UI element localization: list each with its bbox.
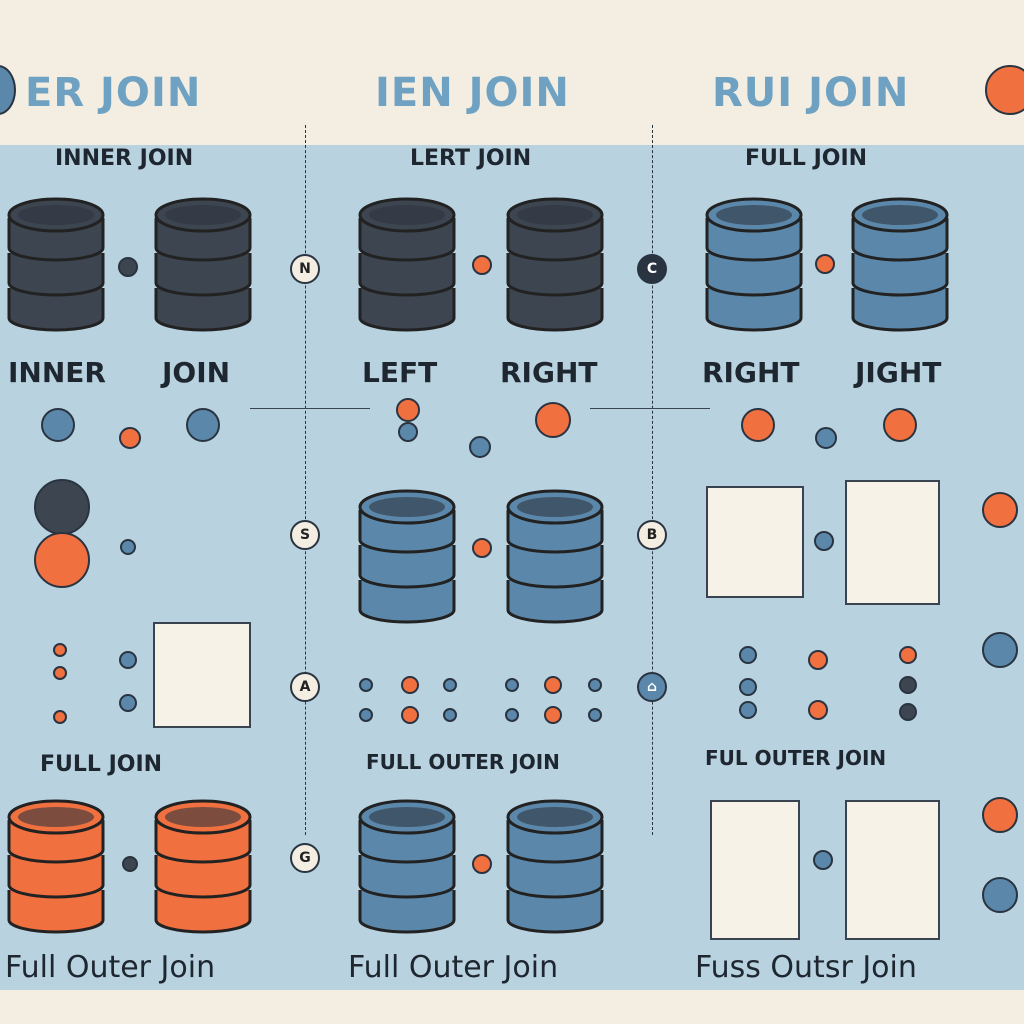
- join-node: [472, 255, 492, 275]
- badge: ⌂: [637, 672, 667, 702]
- join-node: [739, 701, 757, 719]
- join-node: [883, 408, 917, 442]
- join-node: [899, 703, 917, 721]
- badge: N: [290, 254, 320, 284]
- footer-label: Fuss Outsr Join: [695, 950, 917, 985]
- join-node: [899, 646, 917, 664]
- mid-title: FULL OUTER JOIN: [366, 750, 560, 774]
- join-node: [53, 643, 67, 657]
- db-label: RIGHT: [500, 356, 598, 389]
- database-icon: [7, 799, 105, 934]
- connector: [590, 408, 710, 409]
- join-node: [808, 700, 828, 720]
- database-icon: [358, 489, 456, 624]
- join-node: [544, 676, 562, 694]
- section-title-full: FULL JOIN: [745, 146, 868, 171]
- database-icon: [7, 197, 105, 332]
- footer-band: [0, 990, 1024, 1024]
- db-label: LEFT: [362, 356, 438, 389]
- join-node: [505, 678, 519, 692]
- divider-2: [652, 125, 653, 835]
- join-node: [739, 646, 757, 664]
- database-icon: [506, 197, 604, 332]
- join-node: [53, 666, 67, 680]
- join-node: [588, 708, 602, 722]
- join-node: [982, 492, 1018, 528]
- db-label: JOIN: [162, 356, 231, 389]
- badge: B: [637, 520, 667, 550]
- grid-card: [153, 622, 251, 728]
- list-card: [845, 480, 940, 605]
- join-node: [186, 408, 220, 442]
- play-icon: [985, 65, 1024, 115]
- join-node: [41, 408, 75, 442]
- join-node: [982, 877, 1018, 913]
- join-node: [814, 531, 834, 551]
- header-title-1: ER JOIN: [25, 70, 202, 116]
- header-band: [0, 0, 1024, 145]
- join-node: [813, 850, 833, 870]
- footer-label: Full Outer Join: [348, 950, 559, 985]
- join-node: [119, 427, 141, 449]
- join-node: [118, 257, 138, 277]
- database-icon: [358, 799, 456, 934]
- header-title-2: IEN JOIN: [375, 70, 570, 116]
- join-node: [505, 708, 519, 722]
- join-node: [396, 398, 420, 422]
- connector: [250, 408, 370, 409]
- join-node: [401, 676, 419, 694]
- join-node: [982, 632, 1018, 668]
- mid-title: FUL OUTER JOIN: [705, 746, 887, 770]
- join-node: [34, 479, 90, 535]
- join-node: [119, 651, 137, 669]
- database-icon: [358, 197, 456, 332]
- badge: A: [290, 672, 320, 702]
- database-icon: [705, 197, 803, 332]
- section-title-inner: INNER JOIN: [55, 146, 194, 171]
- document-card: [845, 800, 940, 940]
- join-node: [122, 856, 138, 872]
- join-node: [982, 797, 1018, 833]
- document-card: [710, 800, 800, 940]
- join-node: [359, 708, 373, 722]
- badge: S: [290, 520, 320, 550]
- header-title-3: RUI JOIN: [712, 70, 910, 116]
- join-node: [808, 650, 828, 670]
- join-node: [588, 678, 602, 692]
- join-node: [815, 254, 835, 274]
- join-node: [119, 694, 137, 712]
- join-node: [53, 710, 67, 724]
- footer-label: Full Outer Join: [5, 950, 216, 985]
- db-label: RIGHT: [702, 356, 800, 389]
- join-node: [739, 678, 757, 696]
- join-node: [544, 706, 562, 724]
- db-label: JIGHT: [855, 356, 942, 389]
- join-node: [472, 538, 492, 558]
- join-node: [359, 678, 373, 692]
- database-icon: [154, 197, 252, 332]
- join-node: [472, 854, 492, 874]
- join-node: [815, 427, 837, 449]
- db-label: INNER: [8, 356, 106, 389]
- badge: C: [637, 254, 667, 284]
- database-icon: [506, 489, 604, 624]
- join-node: [443, 708, 457, 722]
- join-node: [443, 678, 457, 692]
- database-icon: [506, 799, 604, 934]
- join-node: [120, 539, 136, 555]
- join-node: [899, 676, 917, 694]
- join-node: [398, 422, 418, 442]
- join-node: [469, 436, 491, 458]
- section-title-left: LERT JOIN: [410, 146, 532, 171]
- join-node: [535, 402, 571, 438]
- join-node: [401, 706, 419, 724]
- divider-1: [305, 125, 306, 835]
- database-icon: [851, 197, 949, 332]
- badge: G: [290, 843, 320, 873]
- diagram-card: [706, 486, 804, 598]
- database-icon: [154, 799, 252, 934]
- join-node: [34, 532, 90, 588]
- join-node: [741, 408, 775, 442]
- mid-title: FULL JOIN: [40, 752, 163, 777]
